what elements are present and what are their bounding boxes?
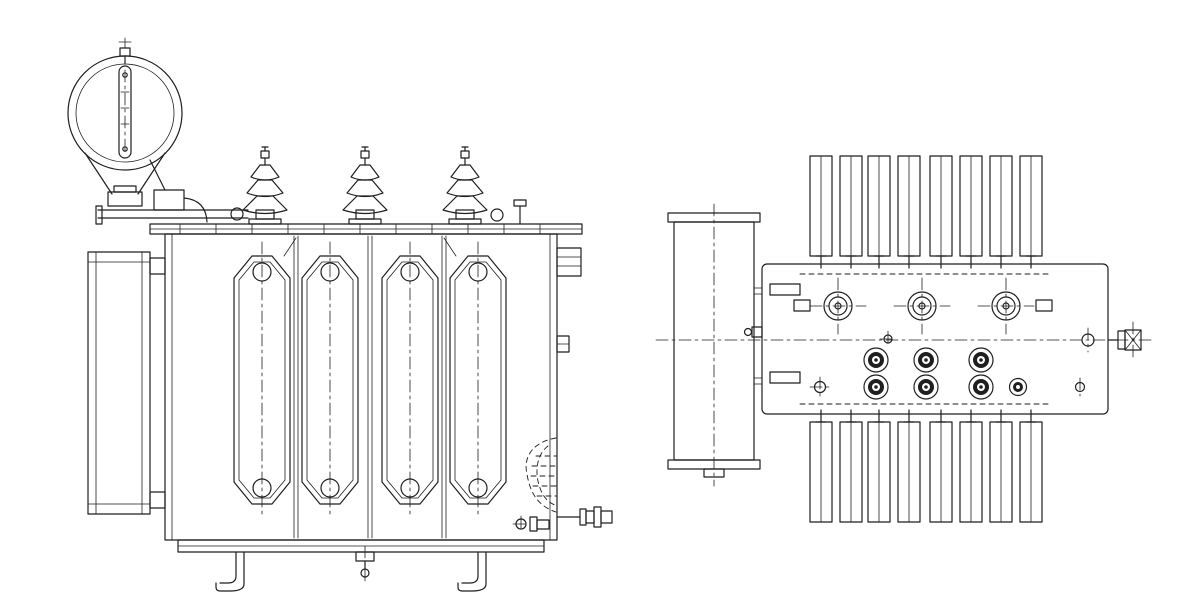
tank-body bbox=[164, 233, 558, 541]
dashed-detail-region bbox=[525, 437, 557, 513]
radiator-panel-1 bbox=[233, 241, 291, 519]
inspection-plug-left bbox=[809, 376, 831, 398]
oil-level-gauge bbox=[118, 65, 132, 159]
front-elevation-view bbox=[67, 37, 613, 592]
radiator-panel-3 bbox=[381, 241, 439, 519]
top-plan-view bbox=[655, 155, 1153, 523]
hv-terminal-3 bbox=[977, 277, 1035, 335]
right-skid-foot bbox=[457, 551, 487, 592]
radiator-bank-bottom-4 bbox=[989, 409, 1043, 523]
plan-tank-outline bbox=[761, 263, 1109, 415]
lid-fittings-right bbox=[490, 199, 527, 225]
hv-bushing-3 bbox=[442, 146, 488, 225]
lv-terminal-3 bbox=[968, 347, 994, 373]
small-terminal-right bbox=[1008, 377, 1028, 397]
radiator-panel-2 bbox=[301, 241, 359, 519]
conservator-support-bracket bbox=[84, 152, 166, 207]
radiator-bank-top-2 bbox=[867, 155, 921, 269]
side-radiator-panel bbox=[87, 251, 166, 515]
center-drain-plug bbox=[355, 545, 375, 585]
hv-bushing-1 bbox=[242, 146, 288, 225]
radiator-bank-bottom-2 bbox=[867, 409, 921, 523]
bottom-right-valve bbox=[512, 515, 550, 533]
upper-right-fitting bbox=[556, 247, 582, 277]
radiator-panel-4 bbox=[449, 241, 507, 519]
lid-support-beam bbox=[95, 189, 249, 225]
plan-left-fitting bbox=[743, 326, 763, 338]
radiator-bank-top-1 bbox=[809, 155, 863, 269]
lv-terminal-5 bbox=[913, 374, 939, 400]
drain-valve-assembly bbox=[556, 506, 613, 528]
hv-terminal-1 bbox=[809, 277, 867, 335]
lv-terminal-2 bbox=[913, 347, 939, 373]
conservator-tank bbox=[67, 37, 183, 171]
left-skid-foot bbox=[215, 551, 245, 592]
radiator-bank-bottom-1 bbox=[809, 409, 863, 523]
hv-terminal-2 bbox=[893, 277, 951, 335]
lv-terminal-1 bbox=[863, 347, 889, 373]
hv-bushing-2 bbox=[342, 146, 388, 225]
radiator-bank-top-3 bbox=[929, 155, 983, 269]
plan-conservator bbox=[667, 203, 763, 487]
lv-terminal-4 bbox=[863, 374, 889, 400]
radiator-bank-top-4 bbox=[989, 155, 1043, 269]
mid-right-fitting bbox=[556, 335, 570, 353]
tank-lid bbox=[149, 223, 583, 235]
inspection-plug-lower-right bbox=[1074, 377, 1086, 397]
radiator-bank-bottom-3 bbox=[929, 409, 983, 523]
inspection-plug-center bbox=[879, 330, 897, 348]
tank-base bbox=[177, 539, 545, 553]
lv-terminal-6 bbox=[968, 374, 994, 400]
